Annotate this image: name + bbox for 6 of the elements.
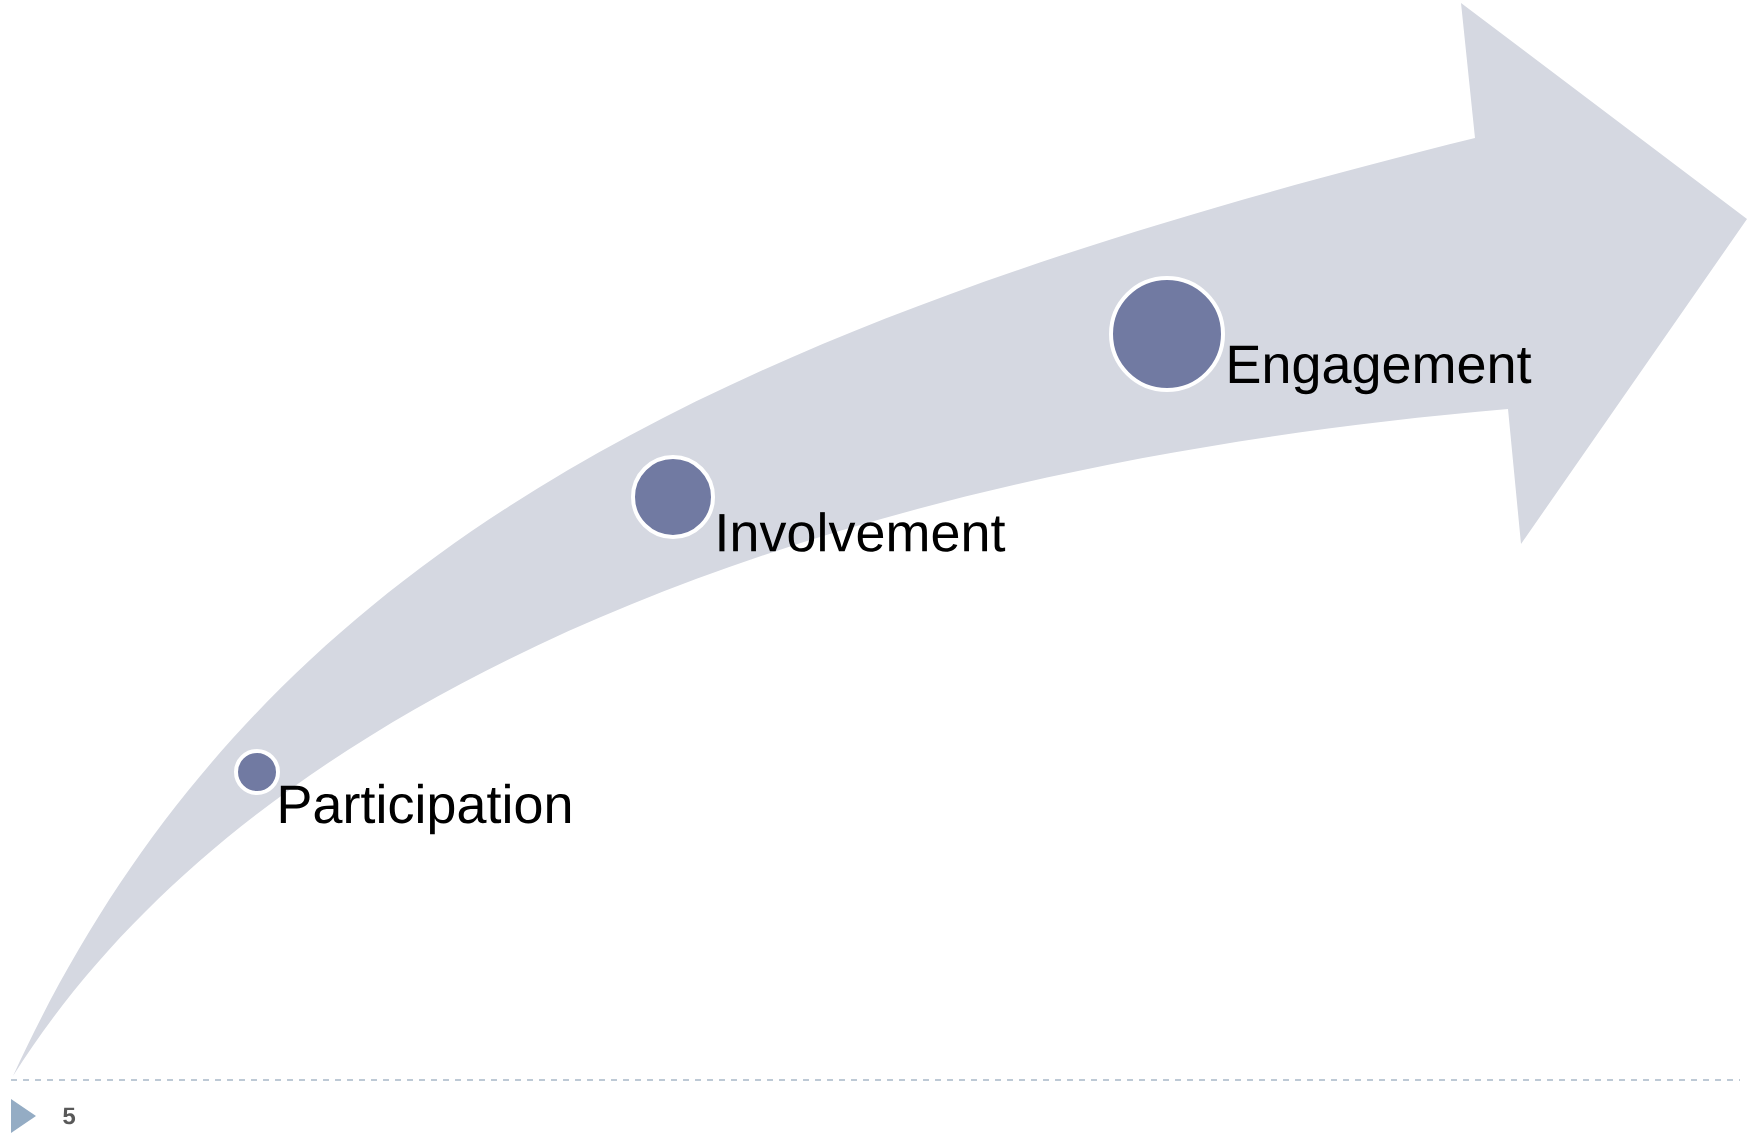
stage-label: Participation xyxy=(280,783,570,835)
dot xyxy=(631,455,715,539)
page-number: 5 xyxy=(63,1107,76,1125)
stage-label: Engagement xyxy=(1229,345,1532,395)
dot xyxy=(1109,276,1225,392)
stage-label: Involvement xyxy=(719,512,1006,552)
